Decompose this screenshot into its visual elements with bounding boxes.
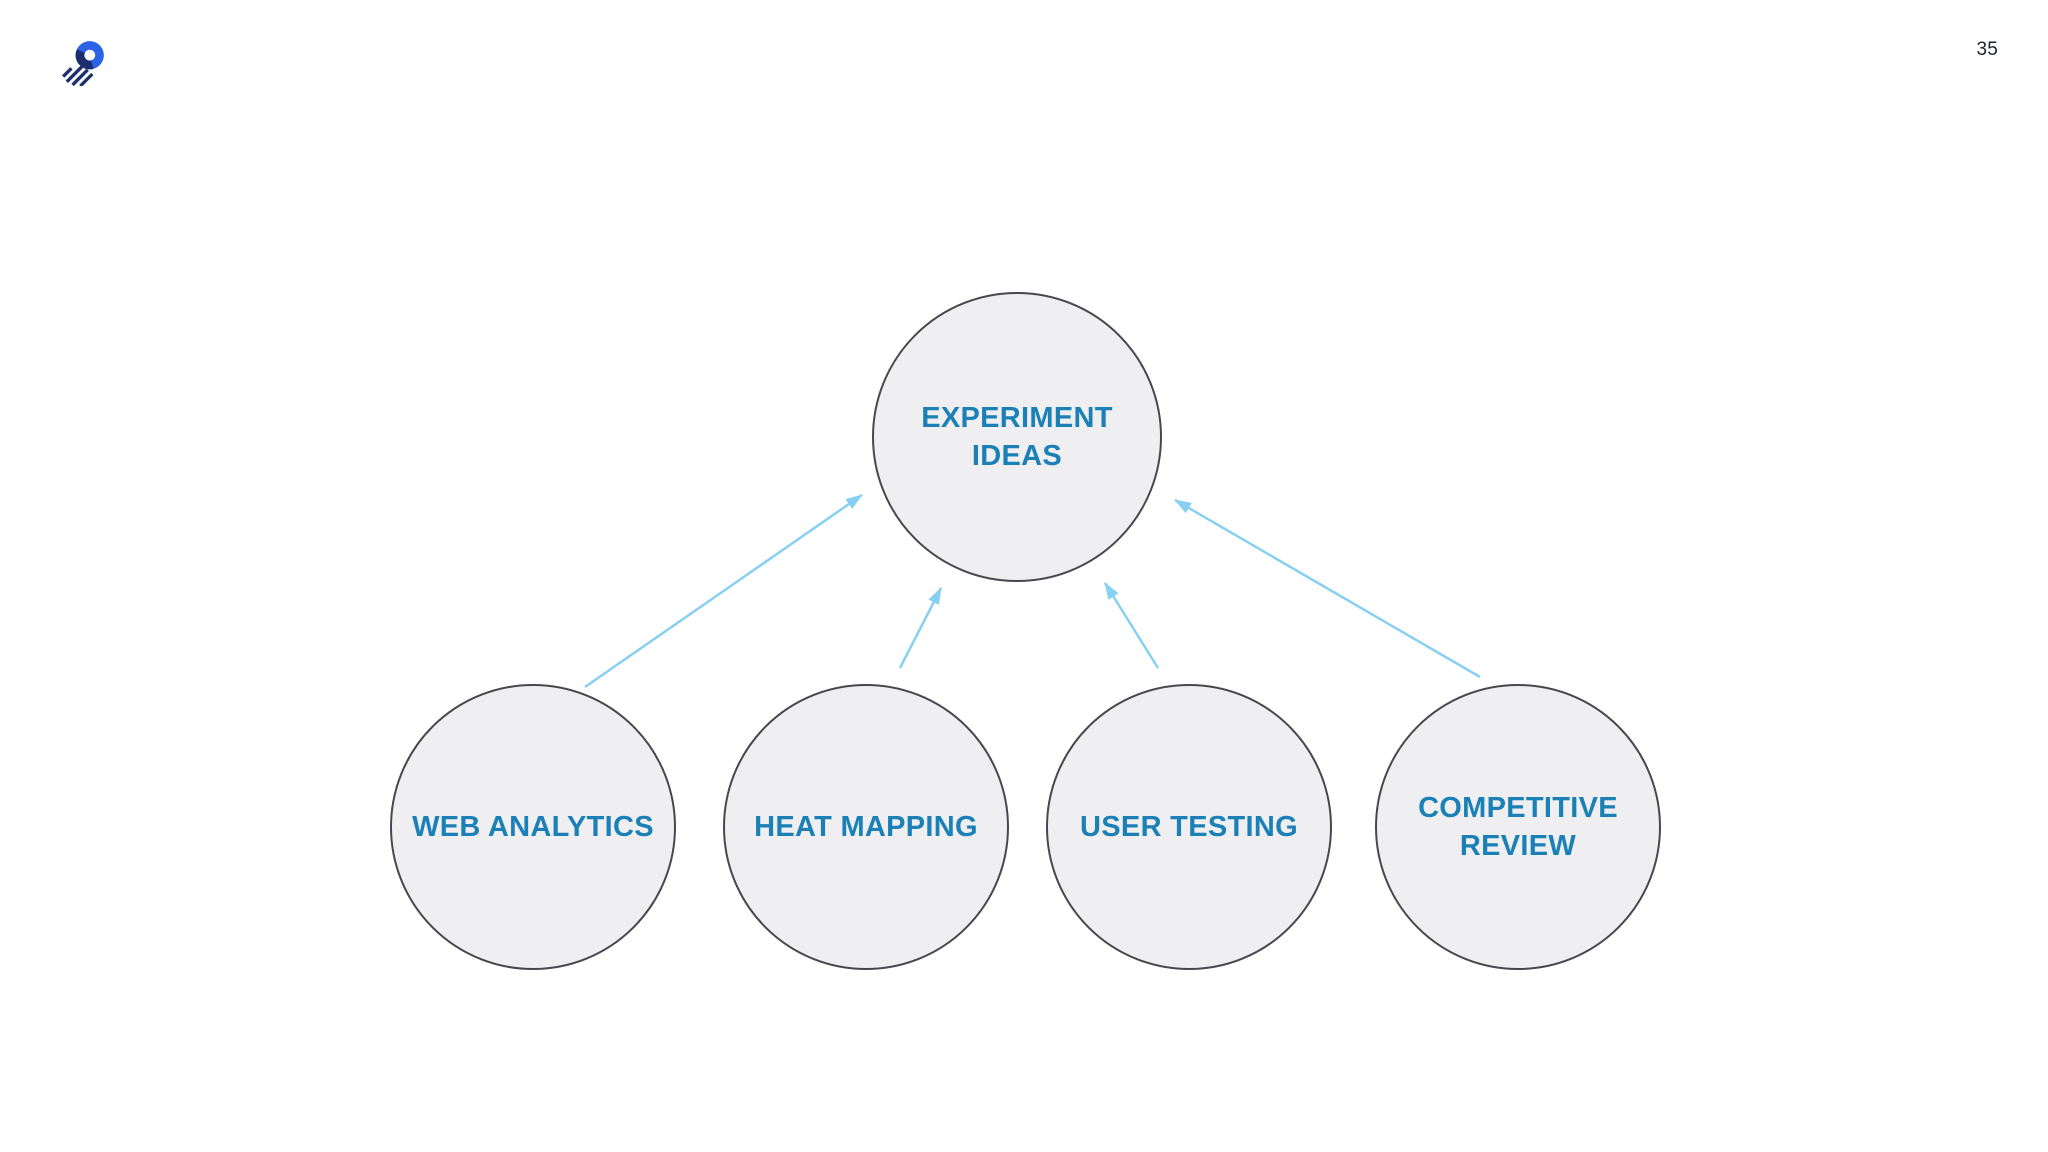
arrow-heat-mapping-to-experiment-ideas bbox=[898, 587, 943, 669]
node-user-testing: USER TESTING bbox=[1046, 684, 1332, 970]
node-label: USER TESTING bbox=[1080, 811, 1298, 843]
arrow-competitive-review-to-experiment-ideas bbox=[1174, 498, 1481, 679]
node-label: HEAT MAPPING bbox=[754, 811, 978, 843]
arrow-web-analytics-to-experiment-ideas bbox=[584, 493, 863, 689]
node-label: WEB ANALYTICS bbox=[412, 811, 654, 843]
ring-swoosh-logo-graphic bbox=[61, 41, 104, 88]
node-label: EXPERIMENT IDEAS bbox=[921, 402, 1113, 472]
node-heat-mapping: HEAT MAPPING bbox=[723, 684, 1009, 970]
node-experiment-ideas: EXPERIMENT IDEAS bbox=[872, 292, 1162, 582]
arrow-user-testing-to-experiment-ideas bbox=[1103, 582, 1160, 669]
page-number: 35 bbox=[1976, 39, 1998, 60]
logo-icon bbox=[60, 38, 108, 88]
node-web-analytics: WEB ANALYTICS bbox=[390, 684, 676, 970]
node-competitive-review: COMPETITIVE REVIEW bbox=[1375, 684, 1661, 970]
node-label: COMPETITIVE REVIEW bbox=[1418, 792, 1618, 862]
